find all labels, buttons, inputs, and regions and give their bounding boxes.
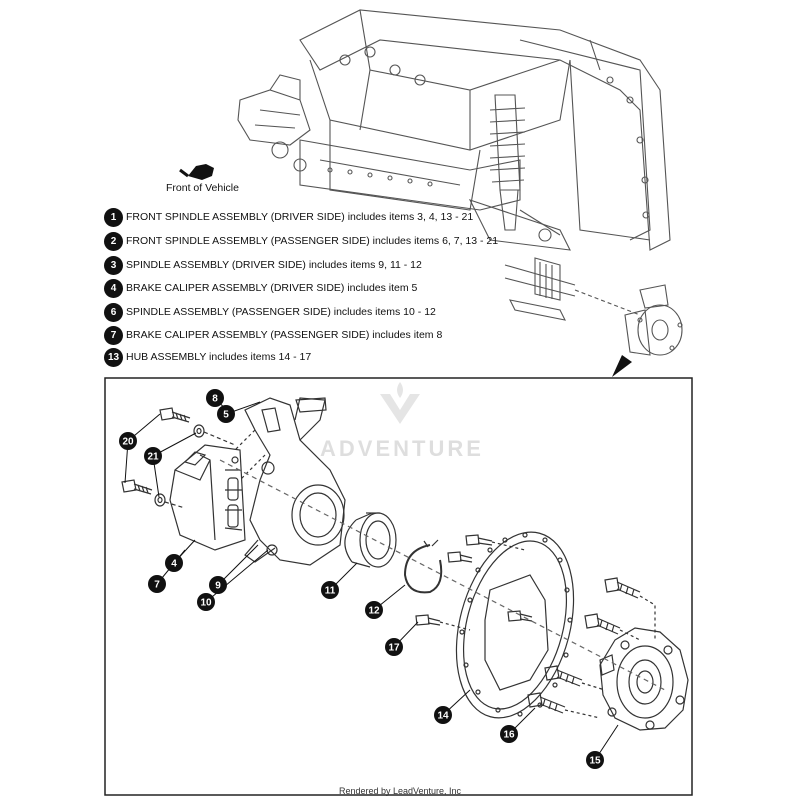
legend-number-badge: 13 — [104, 347, 123, 367]
callout-circle — [500, 725, 518, 743]
callout-9: 9 — [209, 576, 227, 594]
callout-number: 14 — [437, 711, 449, 722]
callout-circle — [165, 554, 183, 572]
caliper-bolt-upper — [159, 407, 191, 423]
callout-circle — [148, 575, 166, 593]
legend-number-badge: 7 — [104, 325, 123, 345]
legend-row: 3 SPINDLE ASSEMBLY (DRIVER SIDE) include… — [104, 255, 422, 275]
legend-number-badge: 6 — [104, 302, 123, 322]
legend-row: 6 SPINDLE ASSEMBLY (PASSENGER SIDE) incl… — [104, 302, 436, 322]
watermark-text: ADVENTURE — [320, 436, 484, 461]
callout-21: 21 — [144, 447, 162, 465]
callout-number: 4 — [171, 559, 177, 570]
legend-row: 13 HUB ASSEMBLY includes items 14 - 17 — [104, 347, 311, 367]
callout-number: 9 — [215, 581, 221, 592]
legend-text: SPINDLE ASSEMBLY (PASSENGER SIDE) includ… — [126, 306, 436, 318]
callout-number: 15 — [589, 756, 601, 767]
brake-rotor — [455, 531, 575, 719]
legend-number-badge: 4 — [104, 278, 123, 298]
callout-circle — [209, 576, 227, 594]
legend-row: 1 FRONT SPINDLE ASSEMBLY (DRIVER SIDE) i… — [104, 207, 473, 227]
callout-5: 5 — [217, 405, 235, 423]
brake-caliper — [169, 444, 246, 551]
callout-circle — [321, 581, 339, 599]
wheel-studs — [527, 577, 656, 719]
front-of-vehicle-arrow-icon — [179, 164, 214, 180]
callout-15: 15 — [586, 751, 604, 769]
caliper-bolt-lower — [121, 479, 153, 495]
legend-number-badge: 2 — [104, 231, 123, 251]
callout-number: 17 — [388, 643, 400, 654]
callout-circle — [206, 389, 224, 407]
legend-text: FRONT SPINDLE ASSEMBLY (DRIVER SIDE) inc… — [126, 211, 474, 223]
callout-number: 8 — [212, 394, 218, 405]
legend-row: 4 BRAKE CALIPER ASSEMBLY (DRIVER SIDE) i… — [104, 278, 417, 298]
callout-bubbles: 85 20 21 47 910 11 12 17 14 16 15 — [119, 389, 604, 769]
steering-knuckle — [234, 397, 346, 566]
washer-upper — [193, 424, 205, 438]
front-of-vehicle-label: Front of Vehicle — [166, 182, 239, 194]
callout-circle — [365, 601, 383, 619]
wheel-bearing — [344, 512, 397, 568]
callout-8: 8 — [206, 389, 224, 407]
legend-number-badge: 3 — [104, 255, 123, 275]
callout-12: 12 — [365, 601, 383, 619]
legend-number-badge: 1 — [104, 207, 123, 227]
wheel-hub — [599, 627, 689, 731]
legend-text: BRAKE CALIPER ASSEMBLY (DRIVER SIDE) inc… — [126, 282, 418, 294]
vehicle-frame-illustration — [237, 9, 683, 356]
snap-ring — [403, 539, 443, 594]
callout-number: 10 — [200, 598, 212, 609]
callout-circle — [586, 751, 604, 769]
callout-7: 7 — [148, 575, 166, 593]
callout-number: 21 — [147, 452, 159, 463]
legend-text: HUB ASSEMBLY includes items 14 - 17 — [126, 351, 312, 363]
legend-text: SPINDLE ASSEMBLY (DRIVER SIDE) includes … — [126, 259, 422, 271]
callout-circle — [197, 593, 215, 611]
rotor-bolts — [415, 534, 533, 631]
callout-circle — [434, 706, 452, 724]
callout-11: 11 — [321, 581, 339, 599]
callout-number: 12 — [368, 606, 380, 617]
legend-row: 2 FRONT SPINDLE ASSEMBLY (PASSENGER SIDE… — [104, 231, 498, 251]
rendered-by-footer: Rendered by LeadVenture, Inc — [338, 786, 462, 796]
callout-circle — [217, 405, 235, 423]
legend-text: FRONT SPINDLE ASSEMBLY (PASSENGER SIDE) … — [126, 235, 499, 247]
legend-row: 7 BRAKE CALIPER ASSEMBLY (PASSENGER SIDE… — [104, 325, 442, 345]
callout-17: 17 — [385, 638, 403, 656]
exploded-view-frame — [104, 377, 693, 796]
callout-number: 20 — [122, 437, 134, 448]
leadventure-logo-icon — [380, 382, 420, 424]
callout-20: 20 — [119, 432, 137, 450]
callout-circle — [385, 638, 403, 656]
legend-text: BRAKE CALIPER ASSEMBLY (PASSENGER SIDE) … — [126, 329, 443, 341]
exploded-parts — [121, 397, 689, 731]
callout-number: 11 — [325, 586, 336, 597]
washer-lower — [154, 493, 166, 507]
callout-16: 16 — [500, 725, 518, 743]
callout-number: 16 — [503, 730, 515, 741]
callout-10: 10 — [197, 593, 215, 611]
callout-number: 5 — [223, 410, 229, 421]
callout-number: 7 — [154, 580, 160, 591]
callout-circle — [119, 432, 137, 450]
callout-14: 14 — [434, 706, 452, 724]
callout-circle — [144, 447, 162, 465]
callout-4: 4 — [165, 554, 183, 572]
